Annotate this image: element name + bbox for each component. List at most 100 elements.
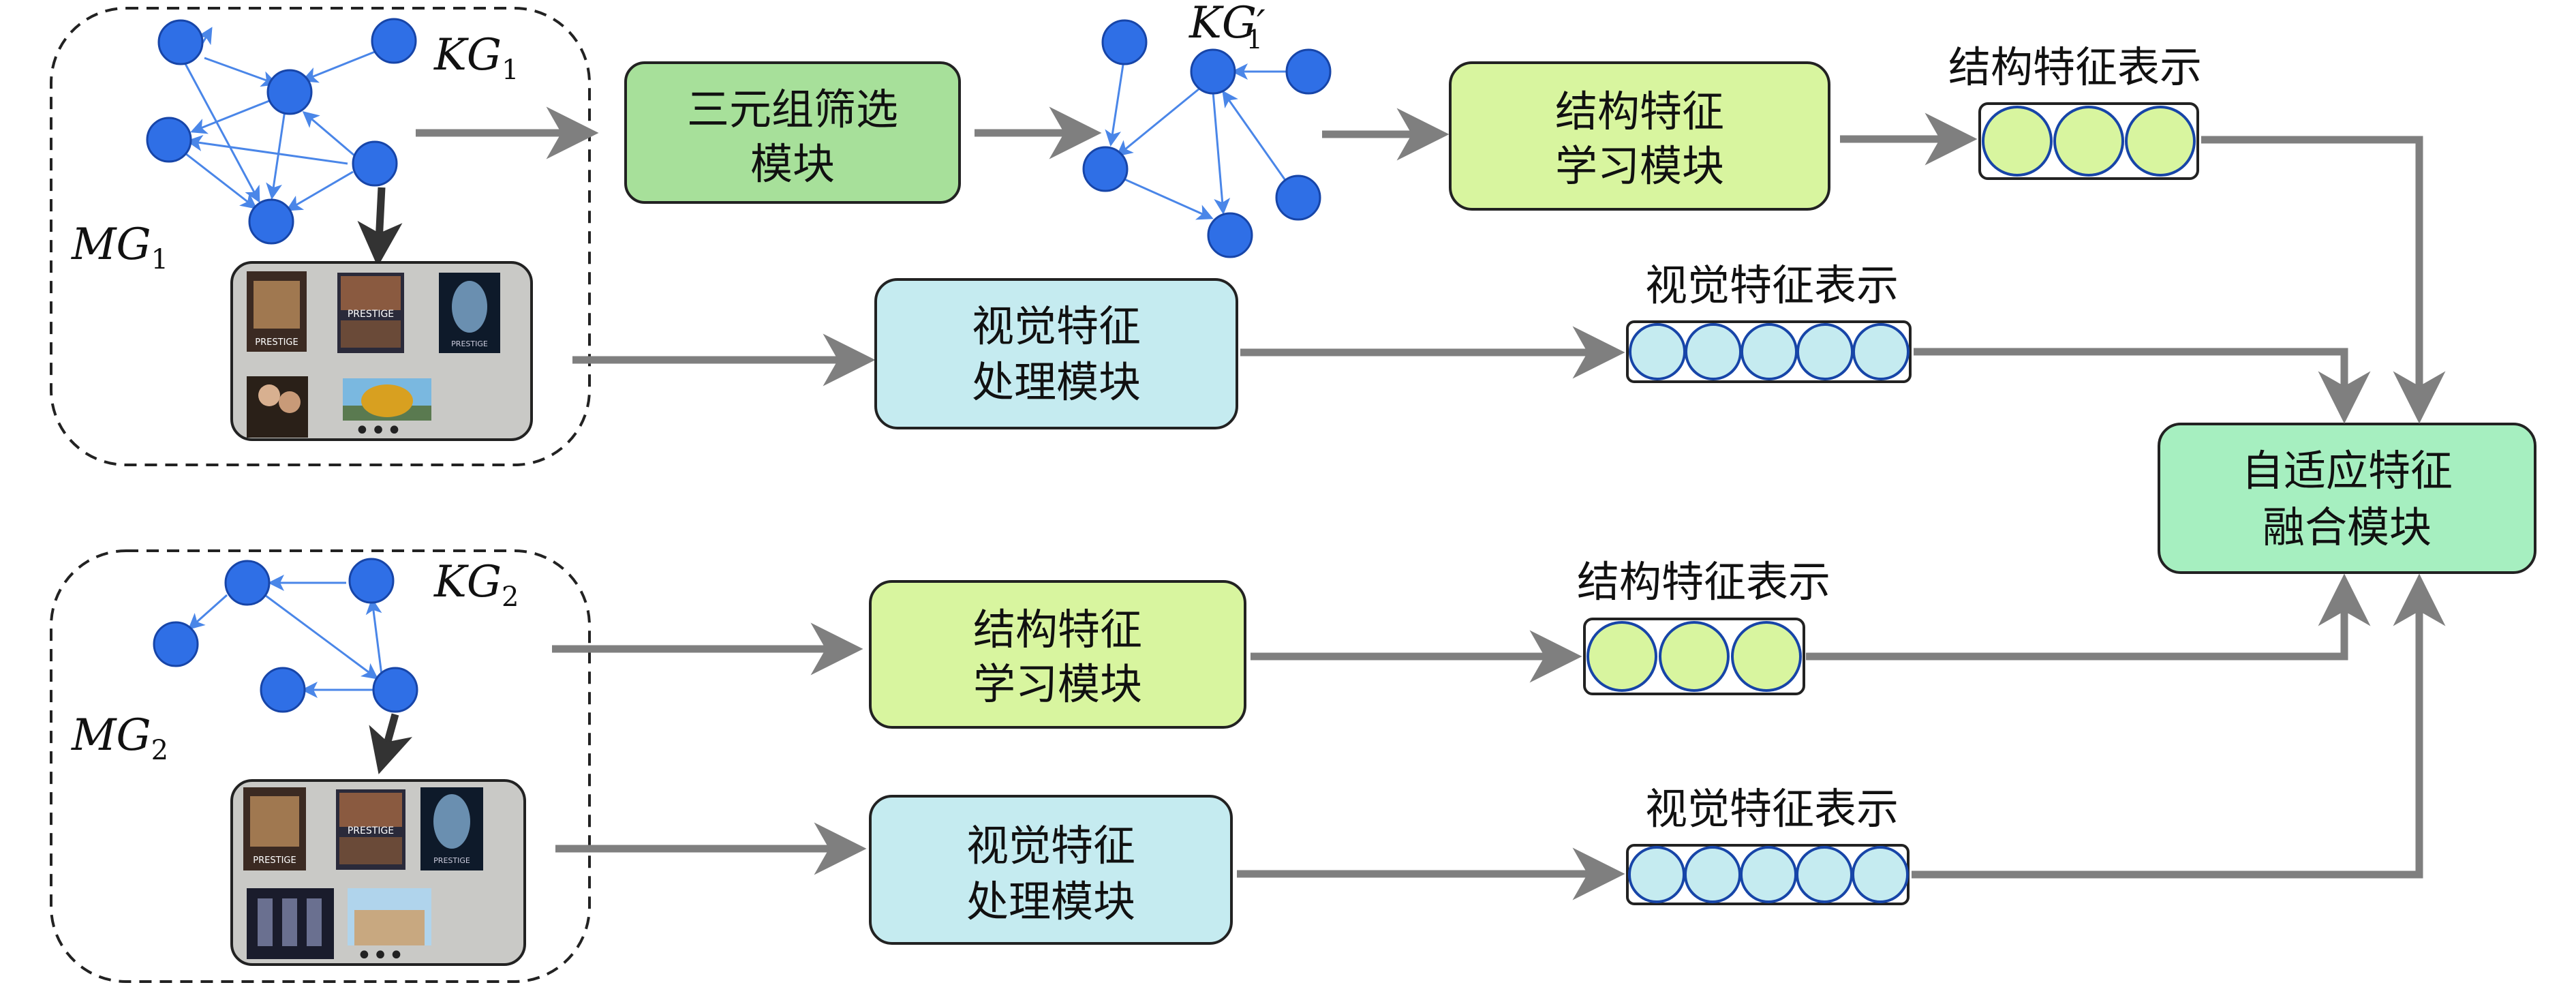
mg2-ellipsis: •••: [356, 940, 405, 971]
struct-repr-cell: [2125, 106, 2196, 177]
svg-text:结构特征: 结构特征: [973, 605, 1142, 654]
svg-text:模块: 模块: [750, 139, 835, 189]
mg2-poster-images: PRESTIGE PRESTIGE PRESTIGE: [243, 787, 483, 971]
svg-text:PRESTIGE: PRESTIGE: [253, 855, 296, 866]
visual-repr-2-label: 视觉特征表示: [1645, 784, 1899, 834]
mg2-group: KG2 MG2 PRESTIGE PRESTIGE PRESTIGE: [50, 549, 591, 983]
svg-text:处理模块: 处理模块: [966, 877, 1135, 926]
svg-text:PRESTIGE: PRESTIGE: [255, 337, 298, 348]
kg1-node: [352, 140, 398, 187]
kg1-label: KG1: [433, 30, 519, 86]
triple-filter-module: 三元组筛选 模块: [624, 61, 961, 204]
kg2-edge: [365, 598, 383, 676]
kg2-to-images-arrow: [369, 713, 413, 774]
svg-text:PRESTIGE: PRESTIGE: [433, 856, 470, 865]
svg-text:处理模块: 处理模块: [972, 357, 1141, 407]
connector-visual1-to-fusion: [1914, 348, 2371, 424]
kg2-edge: [187, 594, 228, 630]
svg-text:融合模块: 融合模块: [2263, 502, 2432, 552]
kg1-graph: [182, 27, 382, 211]
kg1-prime-edge: [1122, 177, 1214, 220]
svg-text:学习模块: 学习模块: [1555, 141, 1724, 191]
kg1-edge: [182, 150, 258, 209]
kg1-edge: [190, 100, 270, 134]
svg-text:PRESTIGE: PRESTIGE: [451, 339, 488, 348]
struct-repr-2: 结构特征表示: [1577, 557, 1830, 695]
struct-repr-2-label: 结构特征表示: [1577, 557, 1830, 607]
visual-repr-cell: [1796, 323, 1854, 380]
mg1-label: MG1: [71, 219, 168, 275]
struct-repr-1-label: 结构特征表示: [1948, 42, 2202, 92]
kg2-node: [153, 621, 199, 667]
poster-image: PRESTIGE: [243, 787, 306, 870]
kg1-to-images-arrow: [357, 187, 403, 267]
visual-repr-2: 视觉特征表示: [1626, 784, 1910, 905]
struct-repr-1: 结构特征表示: [1948, 42, 2202, 180]
kg1-edge: [186, 135, 348, 165]
kg2-nodes: [153, 558, 418, 713]
kg1-nodes: [146, 18, 417, 245]
struct-learn-module-1: 结构特征 学习模块: [1449, 61, 1830, 211]
poster-image: [247, 888, 334, 959]
kg2-node: [348, 558, 395, 604]
kg1-edge: [286, 170, 354, 211]
visual-repr-cell: [1852, 846, 1909, 903]
poster-image: [247, 376, 308, 438]
kg1-edge: [183, 61, 260, 203]
svg-text:学习模块: 学习模块: [973, 659, 1142, 709]
struct-repr-cell: [2053, 106, 2124, 177]
kg2-node: [224, 560, 271, 606]
struct-learn-module-2: 结构特征 学习模块: [869, 580, 1246, 729]
mg1-group: KG1 MG1 PRESTIGE PRESTIGE PRESTIGE: [50, 7, 591, 466]
visual-repr-1-label: 视觉特征表示: [1645, 260, 1899, 310]
poster-image: PRESTIGE: [337, 273, 404, 353]
connector-visual2-to-fusion: [1912, 573, 2446, 879]
poster-image: PRESTIGE: [439, 273, 500, 353]
kg1-prime-node: [1275, 175, 1321, 221]
kg1-node: [248, 198, 294, 245]
svg-text:视觉特征: 视觉特征: [966, 821, 1135, 870]
visual-repr-cell: [1740, 846, 1797, 903]
visual-proc-module-2: 视觉特征 处理模块: [869, 795, 1233, 945]
kg1-prime-node: [1207, 212, 1253, 258]
mg1-dashed-border: [50, 7, 591, 466]
visual-repr-cell: [1741, 323, 1798, 380]
visual-repr-cell: [1852, 323, 1910, 380]
kg1-prime-graph: KG′1: [1082, 0, 1332, 258]
kg1-node: [146, 117, 192, 163]
svg-text:三元组筛选: 三元组筛选: [687, 85, 898, 134]
kg2-node: [260, 667, 306, 713]
kg1-edge: [301, 48, 382, 83]
kg2-edge: [257, 588, 379, 680]
kg1-edge: [204, 57, 278, 87]
mg2-label: MG2: [71, 710, 168, 766]
kg1-prime-edge: [1222, 90, 1289, 185]
visual-repr-cell: [1796, 846, 1853, 903]
kg1-prime-label: KG′1: [1189, 0, 1266, 55]
visual-proc-module-1: 视觉特征 处理模块: [874, 278, 1238, 429]
kg1-prime-node: [1082, 146, 1129, 192]
kg2-node: [372, 667, 418, 713]
kg1-prime-edge: [1212, 91, 1231, 215]
struct-repr-cell: [1731, 621, 1802, 692]
kg2-graph: [187, 575, 383, 698]
mg1-poster-images: PRESTIGE PRESTIGE PRESTIGE: [247, 271, 500, 446]
svg-text:自适应特征: 自适应特征: [2241, 446, 2453, 496]
svg-text:结构特征: 结构特征: [1555, 87, 1724, 136]
kg1-node: [371, 18, 417, 64]
visual-repr-cell: [1685, 323, 1742, 380]
visual-repr-cell: [1629, 323, 1686, 380]
poster-image: [343, 378, 431, 421]
mg1-ellipsis: •••: [354, 415, 403, 446]
fusion-module: 自适应特征 融合模块: [2158, 423, 2536, 574]
svg-text:PRESTIGE: PRESTIGE: [348, 309, 394, 320]
kg1-prime-edge: [1116, 87, 1200, 157]
kg1-prime-node: [1285, 48, 1332, 95]
kg1-node: [157, 19, 204, 65]
poster-image: [348, 888, 431, 945]
connector-struct1-to-fusion: [2201, 136, 2446, 424]
svg-text:视觉特征: 视觉特征: [972, 301, 1141, 351]
poster-image: PRESTIGE: [247, 271, 307, 352]
kg1-prime-edge: [1105, 64, 1124, 147]
